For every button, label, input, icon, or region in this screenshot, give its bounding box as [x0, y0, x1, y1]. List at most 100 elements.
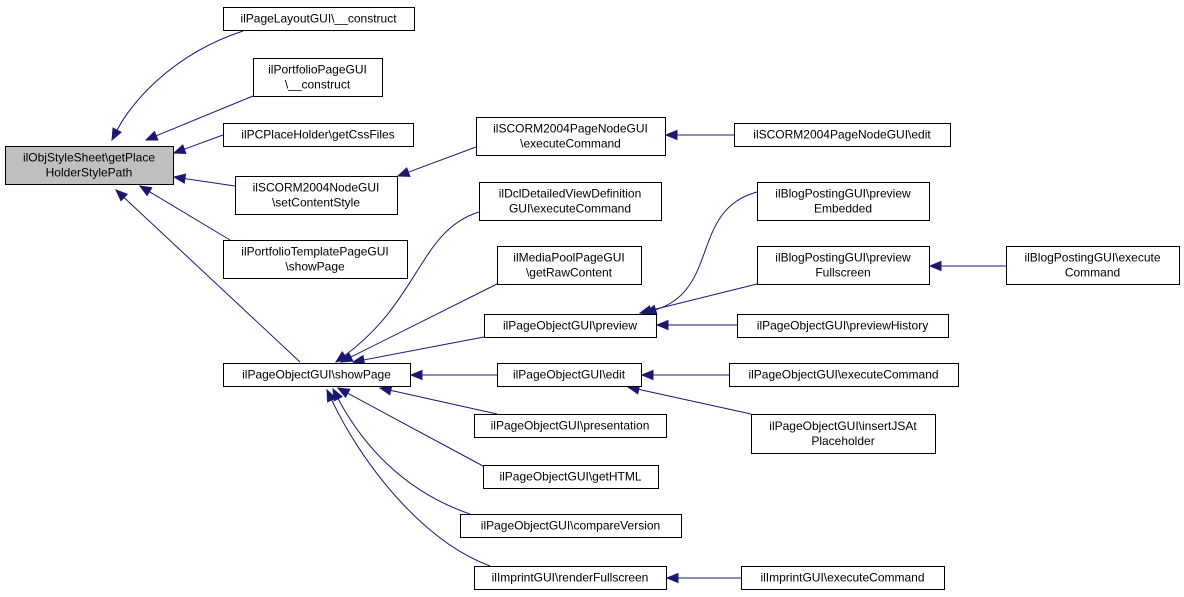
- arrow-head: [326, 388, 337, 403]
- edge-blog_prev_full-to-pog_preview: [638, 283, 758, 316]
- edge-pog_exec-to-pog_edit: [640, 369, 729, 381]
- node-box: [734, 123, 951, 147]
- edge-pog_showpage-to-root: [115, 189, 301, 363]
- edge-scorm_pagenode_exec-to-scorm_node_setcontent: [396, 146, 477, 177]
- node-ppg-construct[interactable]: ilPortfolioPageGUI\__construct: [253, 58, 383, 97]
- node-imprint-exec[interactable]: ilImprintGUI\executeCommand: [741, 566, 945, 590]
- node-scorm-pagenode-edit[interactable]: ilSCORM2004PageNodeGUI\edit: [734, 123, 951, 147]
- node-label-line: ilPageObjectGUI\previewHistory: [757, 319, 928, 333]
- arrow-head: [928, 260, 942, 272]
- node-label-line: ilPageObjectGUI\executeCommand: [748, 368, 938, 382]
- node-box: [1006, 246, 1180, 285]
- node-pog-gethtml[interactable]: ilPageObjectGUI\getHTML: [483, 465, 659, 489]
- node-pog-compare[interactable]: ilPageObjectGUI\compareVersion: [460, 514, 682, 538]
- node-label-line: \setContentStyle: [272, 196, 360, 210]
- node-pog-edit[interactable]: ilPageObjectGUI\edit: [497, 363, 642, 387]
- node-mp-getraw[interactable]: ilMediaPoolPageGUI\getRawContent: [497, 246, 642, 285]
- arrow-head: [172, 173, 187, 184]
- edge-pog_gethtml-to-pog_showpage: [336, 387, 484, 467]
- node-label-line: ilPCPlaceHolder\getCssFiles: [241, 128, 394, 142]
- edge-pog_edit-to-pog_showpage: [409, 369, 497, 381]
- node-box: [474, 566, 667, 590]
- node-label-line: ilPortfolioTemplatePageGUI: [241, 245, 388, 259]
- edge-line: [184, 178, 236, 187]
- node-pog-exec[interactable]: ilPageObjectGUI\executeCommand: [729, 363, 959, 387]
- node-label-line: ilMediaPoolPageGUI: [513, 251, 624, 265]
- node-pog-preview[interactable]: ilPageObjectGUI\preview: [484, 314, 657, 338]
- node-label-line: ilDclDetailedViewDefinition: [499, 187, 642, 201]
- edge-line: [390, 389, 498, 415]
- node-box: [223, 7, 415, 31]
- node-scorm-node-setcontent[interactable]: ilSCORM2004NodeGUI\setContentStyle: [235, 176, 398, 215]
- node-box: [223, 363, 411, 387]
- arrow-head: [640, 369, 654, 381]
- node-label-line: \executeCommand: [520, 137, 621, 151]
- arrow-head: [339, 352, 354, 363]
- edge-blog_exec-to-blog_prev_full: [928, 260, 1006, 272]
- node-label-line: Placeholder: [811, 434, 874, 448]
- edge-line: [655, 191, 758, 311]
- node-pcph-getcss[interactable]: ilPCPlaceHolder\getCssFiles: [223, 123, 414, 147]
- node-label-line: ilImprintGUI\executeCommand: [760, 571, 924, 585]
- node-label-line: ilSCORM2004PageNodeGUI\edit: [753, 128, 931, 142]
- edge-imprint_exec-to-imprint_render: [665, 572, 741, 584]
- arrow-head: [336, 387, 351, 399]
- arrow-head: [378, 385, 393, 396]
- edge-mp_getraw-to-pog_showpage: [339, 283, 498, 363]
- node-label-line: \__construct: [285, 78, 351, 92]
- node-box: [223, 123, 414, 147]
- edge-line: [123, 197, 301, 363]
- node-label-line: ilSCORM2004PageNodeGUI: [493, 122, 648, 136]
- node-dcl-exec[interactable]: ilDclDetailedViewDefinitionGUI\executeCo…: [479, 182, 662, 221]
- arrow-head: [396, 167, 411, 177]
- node-box: [757, 182, 930, 221]
- node-label-line: GUI\executeCommand: [509, 202, 631, 216]
- edge-line: [408, 146, 477, 173]
- node-scorm-pagenode-exec[interactable]: ilSCORM2004PageNodeGUI\executeCommand: [476, 117, 666, 156]
- node-box: [223, 240, 408, 279]
- node-box: [484, 314, 657, 338]
- node-box: [479, 182, 662, 221]
- edge-ppg_construct-to-root: [144, 95, 254, 141]
- node-box: [741, 566, 945, 590]
- node-pog-showpage[interactable]: ilPageObjectGUI\showPage: [223, 363, 411, 387]
- node-box: [497, 363, 642, 387]
- edge-line: [344, 211, 480, 356]
- node-label-line: ilPageObjectGUI\getHTML: [499, 470, 641, 484]
- edge-line: [638, 388, 752, 415]
- node-plg-construct[interactable]: ilPageLayoutGUI\__construct: [223, 7, 415, 31]
- node-label-line: ilBlogPostingGUI\preview: [775, 251, 911, 265]
- arrow-head: [655, 319, 669, 331]
- node-label-line: ilPageObjectGUI\showPage: [242, 368, 391, 382]
- node-box: [460, 514, 682, 538]
- edge-pog_presentation-to-pog_showpage: [378, 385, 498, 415]
- node-label-line: ilBlogPostingGUI\preview: [775, 187, 911, 201]
- edge-imprint_render-to-pog_showpage: [326, 388, 491, 567]
- edge-line: [337, 398, 471, 515]
- node-pog-prevhist[interactable]: ilPageObjectGUI\previewHistory: [737, 314, 949, 338]
- node-ptpg-showpage[interactable]: ilPortfolioTemplatePageGUI\showPage: [223, 240, 408, 279]
- node-label-line: \showPage: [285, 260, 345, 274]
- node-label-line: ilSCORM2004NodeGUI: [253, 181, 380, 195]
- node-label-line: ilObjStyleSheet\getPlace: [23, 151, 155, 165]
- node-label-line: ilPageObjectGUI\preview: [503, 319, 637, 333]
- node-label-line: HolderStylePath: [46, 166, 133, 180]
- arrow-head: [665, 572, 679, 584]
- arrow-head: [115, 189, 128, 202]
- node-box: [483, 465, 659, 489]
- edge-pcph_getcss-to-root: [172, 134, 224, 154]
- node-imprint-render[interactable]: ilImprintGUI\renderFullscreen: [474, 566, 667, 590]
- call-edges: [111, 30, 1006, 584]
- node-blog-exec[interactable]: ilBlogPostingGUI\executeCommand: [1006, 246, 1180, 285]
- node-label-line: Command: [1065, 266, 1120, 280]
- arrow-head: [138, 185, 153, 197]
- node-label-line: Fullscreen: [815, 266, 870, 280]
- node-pog-presentation[interactable]: ilPageObjectGUI\presentation: [474, 414, 667, 438]
- edge-pog_preview-to-pog_showpage: [351, 336, 485, 365]
- node-label-line: ilPageLayoutGUI\__construct: [240, 12, 397, 26]
- edge-pog_insertjs-to-pog_edit: [626, 384, 752, 415]
